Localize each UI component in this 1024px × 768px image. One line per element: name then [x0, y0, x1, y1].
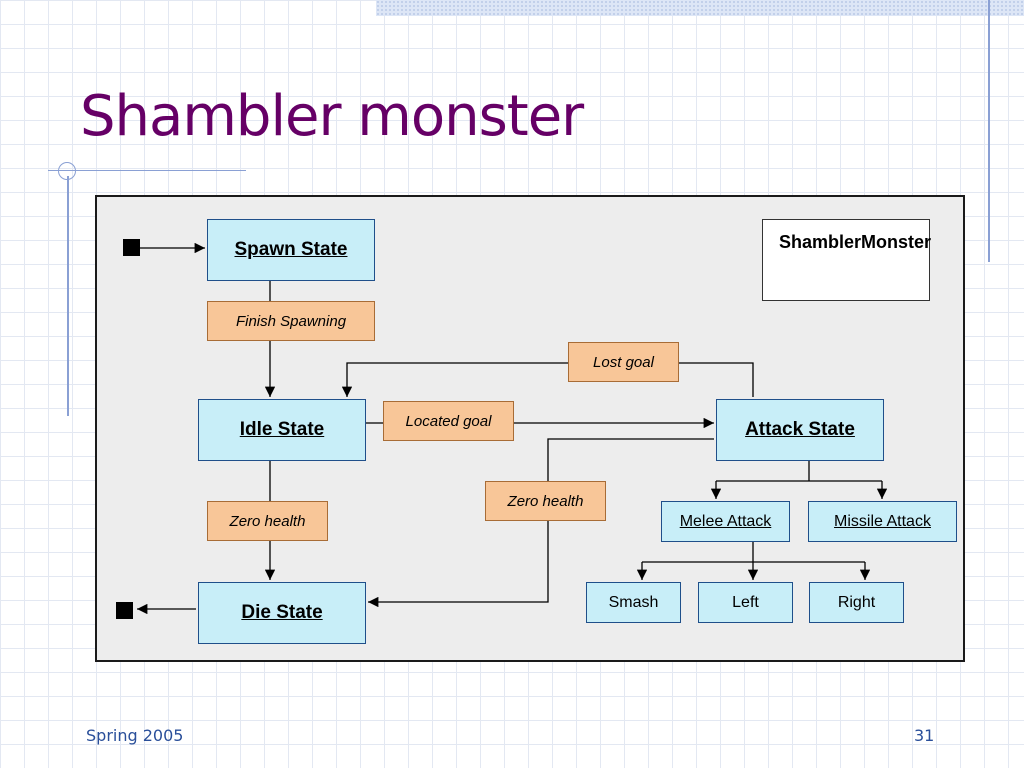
legend-line-2: Monster [861, 232, 932, 252]
substate-melee-attack: Melee Attack [661, 501, 790, 542]
final-state-marker [116, 602, 133, 619]
substate-right: Right [809, 582, 904, 623]
event-zero-health-attack: Zero health [485, 481, 606, 521]
idle-state: Idle State [198, 399, 366, 461]
title-circle-ornament [58, 162, 76, 180]
event-zero-health-idle: Zero health [207, 501, 328, 541]
title-underline [48, 170, 246, 171]
die-state: Die State [198, 582, 366, 644]
initial-state-marker [123, 239, 140, 256]
event-located-goal: Located goal [383, 401, 514, 441]
spawn-state: Spawn State [207, 219, 375, 281]
left-accent-line [67, 176, 69, 416]
header-decoration-bar [376, 0, 1024, 16]
substate-left: Left [698, 582, 793, 623]
substate-missile-attack: Missile Attack [808, 501, 957, 542]
footer-date: Spring 2005 [86, 726, 184, 745]
event-lost-goal: Lost goal [568, 342, 679, 382]
right-accent-line [988, 0, 990, 262]
event-finish-spawning: Finish Spawning [207, 301, 375, 341]
page-number: 31 [914, 726, 935, 745]
substate-smash: Smash [586, 582, 681, 623]
legend-line-1: Shambler [779, 232, 862, 252]
arrow-attack-to-idle [341, 362, 754, 397]
state-diagram: Shambler Monster Spawn State Idle State … [95, 195, 965, 662]
diagram-legend: Shambler Monster [762, 219, 932, 301]
slide-title: Shambler monster [80, 84, 584, 149]
attack-state: Attack State [716, 399, 884, 461]
